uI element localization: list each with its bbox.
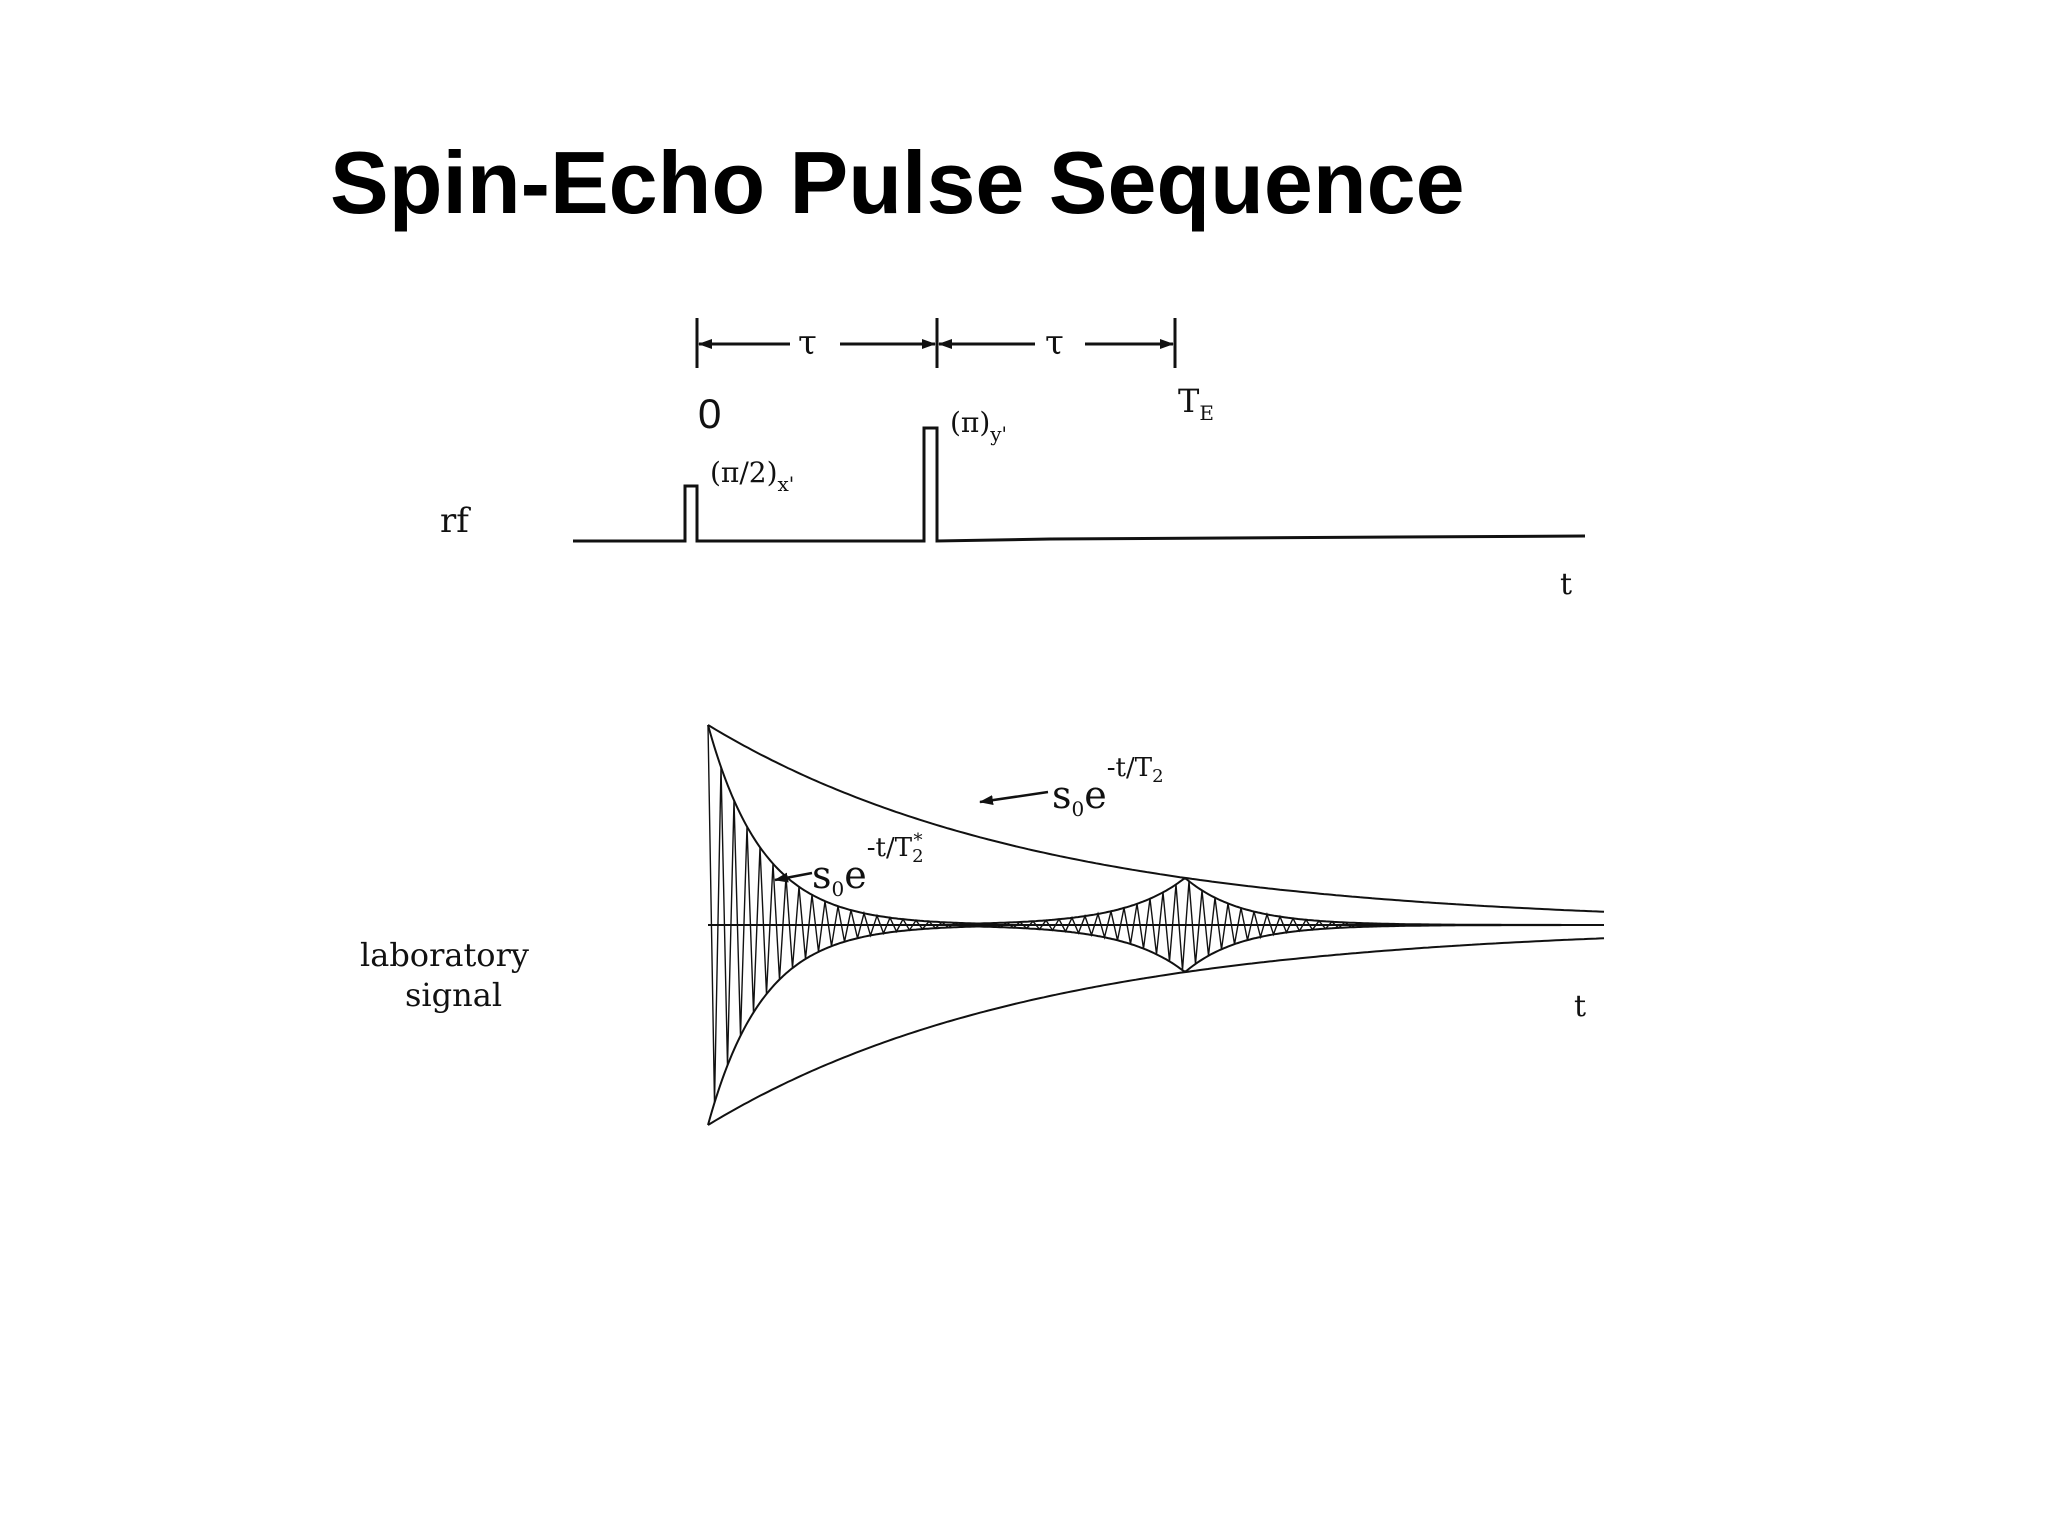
t2-envelope-upper <box>707 724 1605 913</box>
t2star-label-base: s <box>812 853 832 897</box>
t2-envelope-lower <box>707 937 1605 1126</box>
t2star-label-sub: 0 <box>832 877 845 901</box>
te-main: T <box>1178 382 1200 420</box>
pulse-pi-main: (π) <box>950 406 990 439</box>
t2-label-e: e <box>1084 773 1107 817</box>
rf-row-label: rf <box>440 501 471 541</box>
t2-label-exp-sub: 2 <box>1152 766 1163 787</box>
t2star-label-e: e <box>844 853 867 897</box>
t2star-label: s0e-t/T2* <box>812 830 924 901</box>
te-sub: E <box>1199 401 1214 425</box>
slide-title: Spin-Echo Pulse Sequence <box>330 133 1465 232</box>
t2star-label-star: * <box>914 830 923 851</box>
pulse-pi-sub: y' <box>989 422 1007 446</box>
timing-bar <box>695 318 1177 368</box>
t2star-envelope-lower <box>707 924 1604 1126</box>
t2-label-sub: 0 <box>1072 797 1085 821</box>
t2-label-arrow <box>979 790 1049 806</box>
t2star-label-exp-sub: 2 <box>912 846 923 867</box>
tau-label-2: τ <box>1045 323 1064 363</box>
pulse-pi-half-main: (π/2) <box>710 456 778 489</box>
t2star-label-arrow <box>774 871 813 883</box>
te-label: TE <box>1178 382 1214 425</box>
rf-pulse-line <box>573 426 1586 543</box>
fid-echo-oscillation <box>707 724 1378 1103</box>
zero-label: 0 <box>698 390 721 437</box>
t2-label-exp: -t/T <box>1107 753 1153 783</box>
t2star-label-exp: -t/T <box>867 833 913 863</box>
tau-label-1: τ <box>798 323 817 363</box>
pulse-pi-half-label: (π/2)x' <box>710 456 794 496</box>
t2-label: s0e-t/T2 <box>1052 753 1164 821</box>
pulse-pi-half-sub: x' <box>778 472 795 496</box>
signal-axis-label: t <box>1574 989 1586 1024</box>
rf-axis-label: t <box>1560 567 1572 602</box>
signal-row-label-line2: signal <box>405 976 502 1014</box>
signal-row-label-line1: laboratory <box>360 936 529 974</box>
pulse-pi-label: (π)y' <box>950 406 1007 446</box>
t2-label-base: s <box>1052 773 1072 817</box>
